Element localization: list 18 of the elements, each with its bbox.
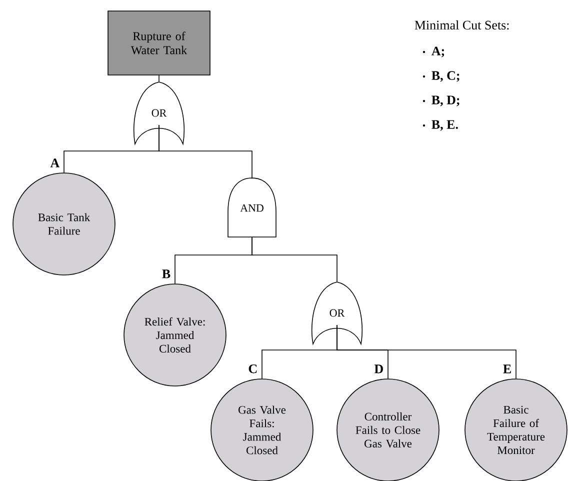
connector-line	[158, 124, 252, 179]
cut-set-item: B, C;	[422, 71, 460, 82]
event-letter: D	[374, 364, 383, 374]
or-gate: OR	[311, 282, 363, 344]
cut-set-item: A;	[422, 46, 444, 58]
cut-set-item: B, D;	[422, 96, 460, 106]
connector-line	[336, 324, 516, 379]
cut-set-item: B, E.	[422, 120, 458, 131]
event-letter: E	[503, 364, 511, 374]
connector-line	[158, 75, 160, 82]
event-letter: B	[162, 270, 170, 278]
and-gate: AND	[228, 178, 276, 238]
list-heading: Minimal Cut Sets:	[414, 20, 509, 30]
or-gate: OR	[133, 82, 185, 144]
event-letter: A	[50, 158, 60, 168]
top-event-box: Rupture of Water Tank	[108, 10, 210, 76]
connector-line	[252, 236, 338, 282]
event-letter: C	[248, 364, 257, 374]
